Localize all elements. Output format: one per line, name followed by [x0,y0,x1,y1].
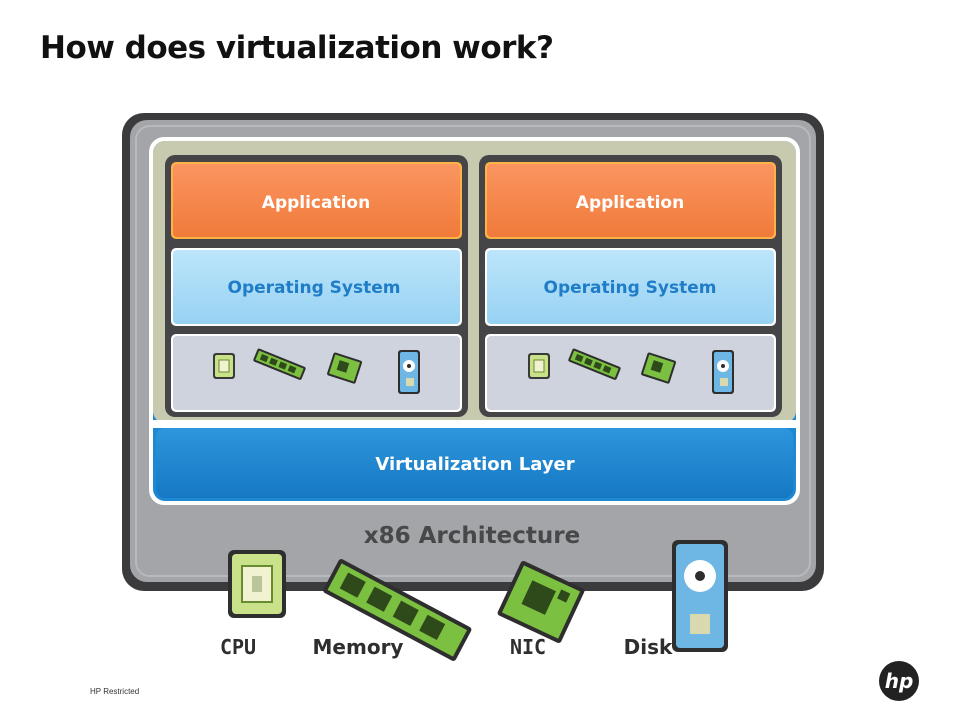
vm-2 [479,155,782,417]
vm-1-os-label: Operating System [228,278,401,298]
virtualization-layer-label: Virtualization Layer [375,454,574,475]
vm-1-virtual-hardware [213,348,420,394]
cpu-label: CPU [220,635,256,659]
physical-cpu-icon [228,550,286,618]
vm-1-memory-icon [253,348,306,380]
vm-2-application-label: Application [576,193,684,213]
hp-logo: hp [879,661,919,701]
vm-1-application-label: Application [262,193,370,213]
x86-architecture-label: x86 Architecture [364,523,580,549]
physical-disk-icon [672,540,728,652]
vm-2-nic-icon [641,352,677,384]
slide-title: How does virtualization work? [40,30,554,66]
vm-2-memory-icon [568,348,621,380]
physical-memory-icon [323,559,472,661]
memory-label: Memory [313,635,404,659]
footer-note: HP Restricted [90,687,140,696]
vm-2-os-label: Operating System [544,278,717,298]
vm-2-disk-icon [712,350,734,394]
physical-nic-icon [497,560,585,643]
vm-2-cpu-icon [528,353,550,379]
vm-1-nic-icon [327,352,363,384]
hp-logo-text: hp [885,669,914,693]
vm-1 [165,155,468,417]
vm-1-cpu-icon [213,353,235,379]
vm-2-virtual-hardware [528,348,734,394]
vm-1-disk-icon [398,350,420,394]
nic-label: NIC [510,635,546,659]
disk-label: Disk [624,635,673,659]
